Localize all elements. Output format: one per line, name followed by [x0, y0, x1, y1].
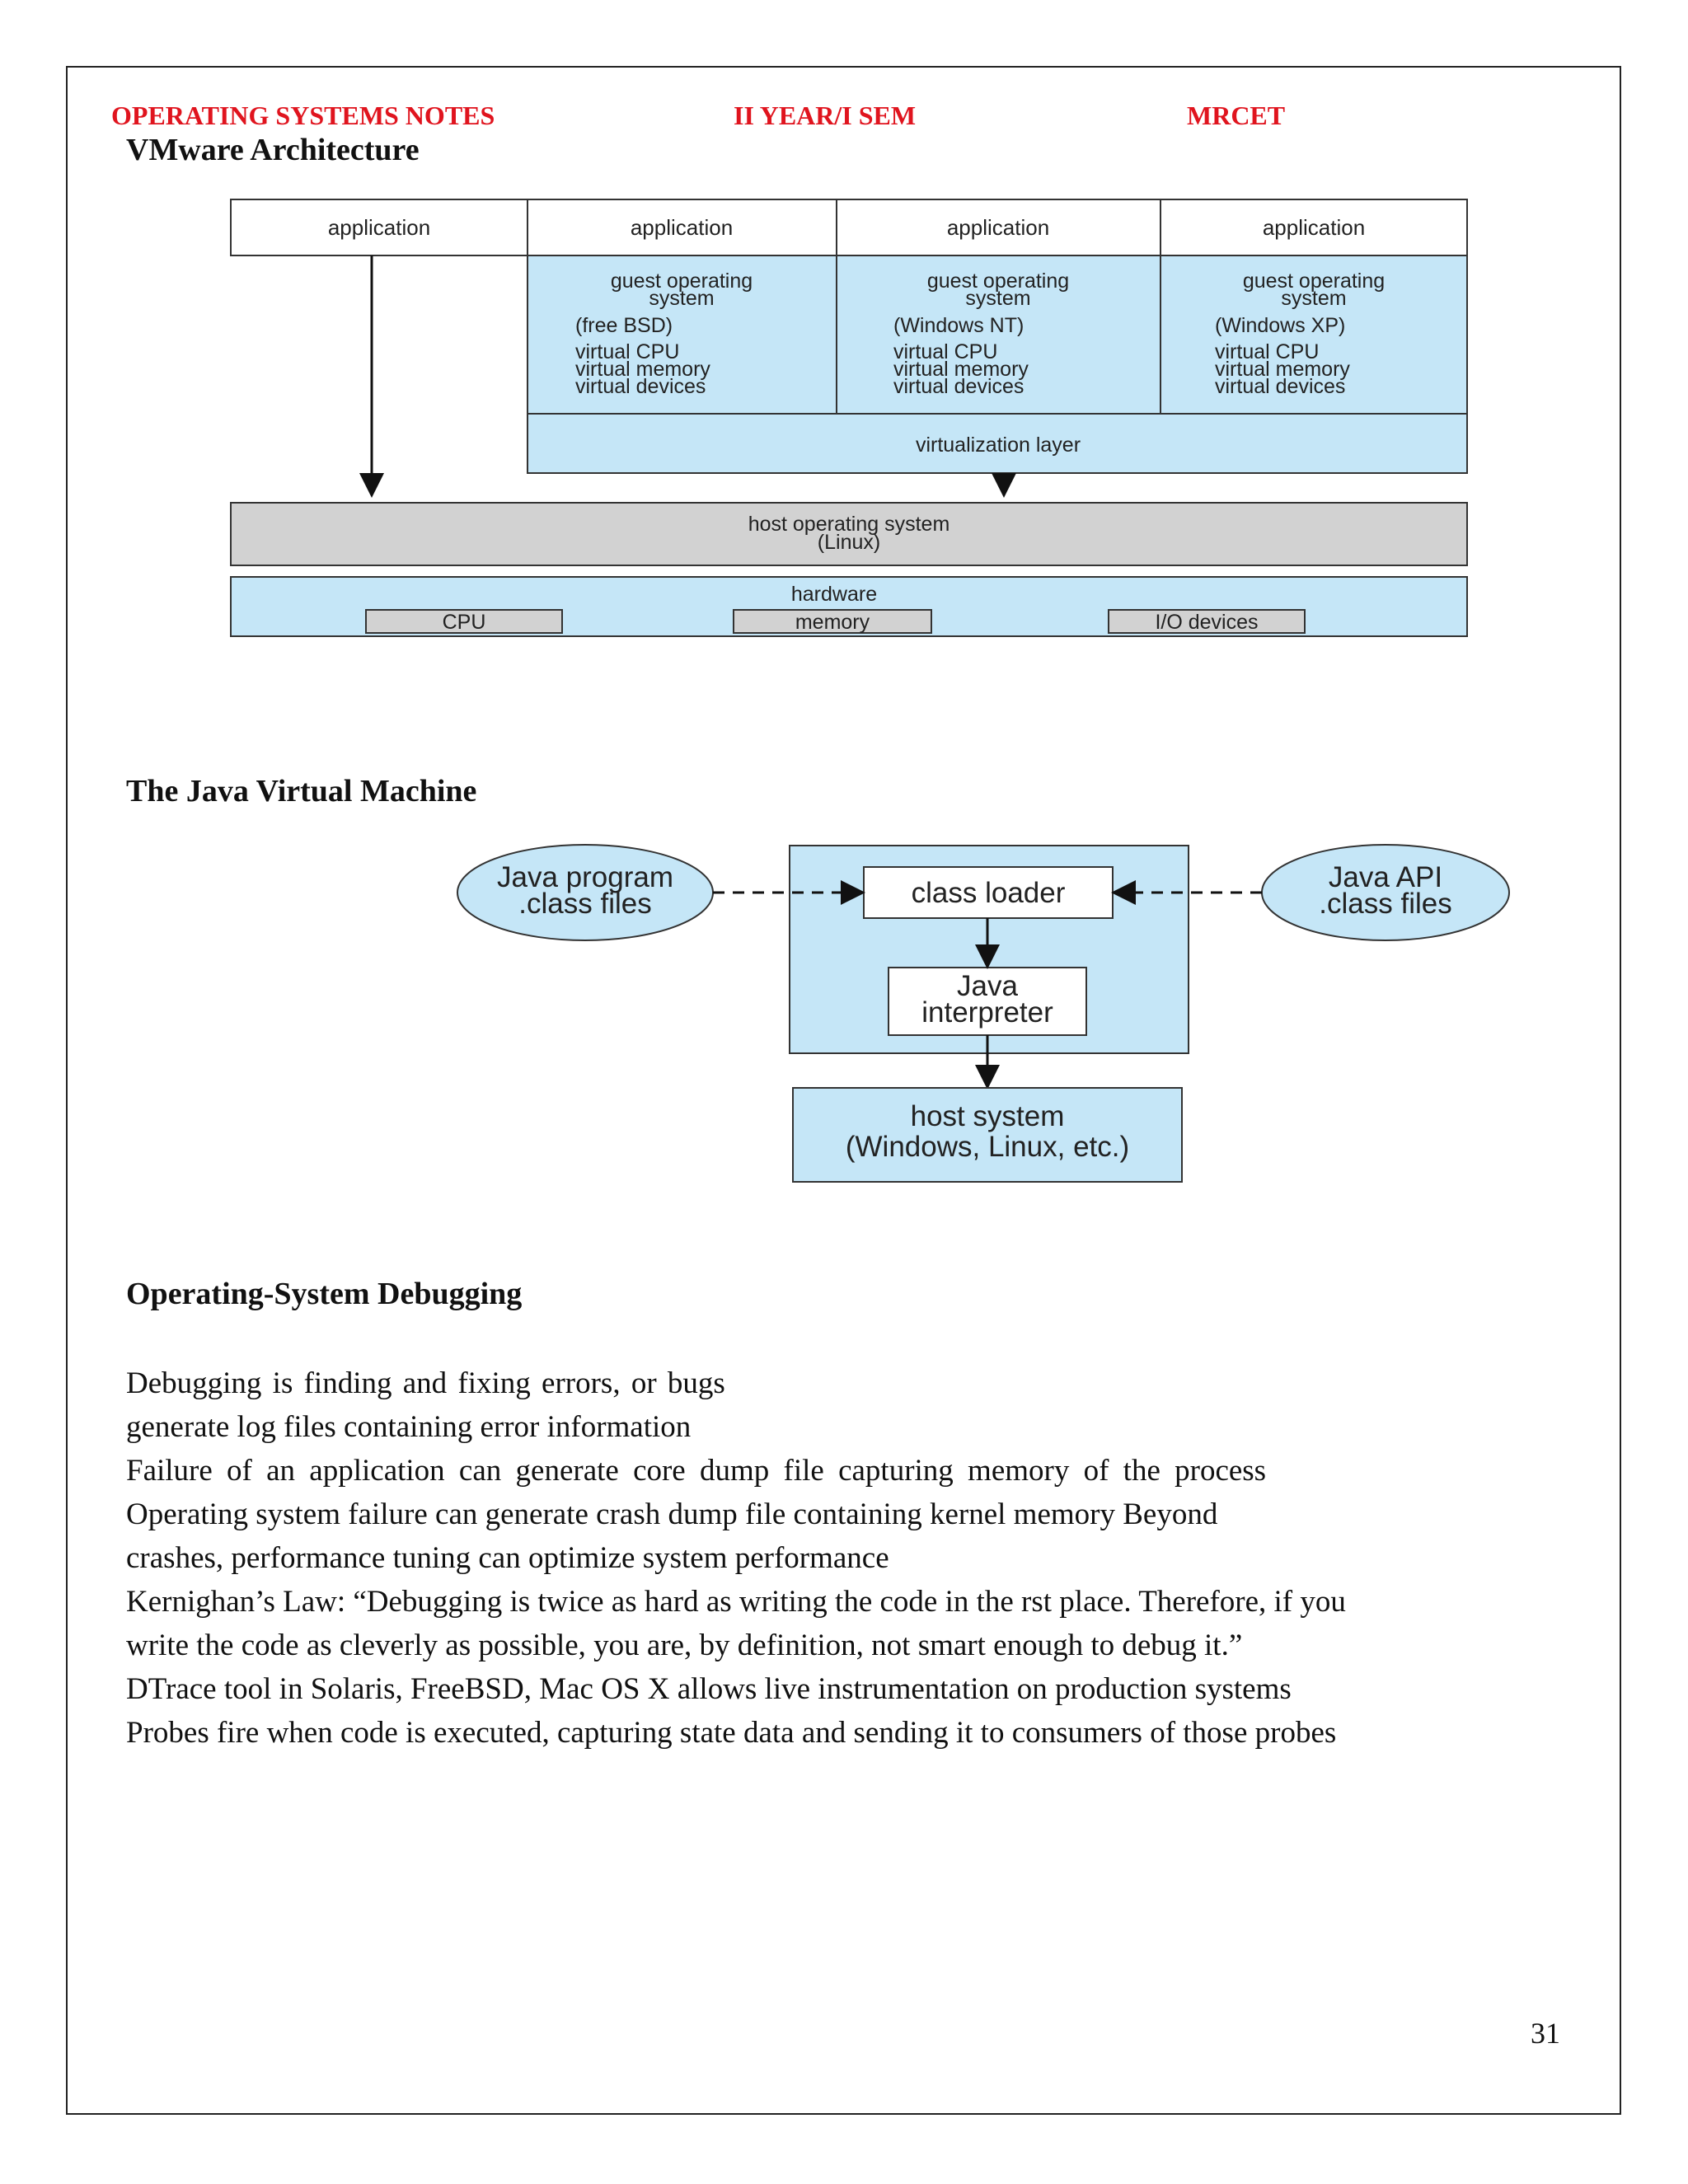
vmware-title: VMware Architecture [126, 133, 420, 167]
guest-3-line1: guest operating [1243, 269, 1385, 293]
app-label-2: application [631, 215, 733, 240]
page-border [66, 66, 1621, 2115]
guest-os-box-3 [1160, 255, 1468, 415]
header-year: II YEAR/I SEM [734, 101, 917, 130]
guest-2-dev: virtual devices [893, 375, 1024, 398]
jvm-title: The Java Virtual Machine [126, 774, 477, 808]
debug-line-5: crashes, performance tuning can optimize… [126, 1541, 889, 1575]
debug-line-4: Operating system failure can generate cr… [126, 1497, 1218, 1531]
hw-memory-label: memory [795, 611, 870, 634]
host-os-label: host operating system [748, 513, 950, 536]
guest-2-name: (Windows NT) [893, 314, 1024, 337]
guest-1-line2: system [649, 287, 714, 310]
debugging-body: Debugging is finding and fixing errors, … [126, 1361, 1494, 1755]
guest-1-name: (free BSD) [575, 314, 673, 337]
guest-3-name: (Windows XP) [1215, 314, 1345, 337]
debug-line-6: Kernighan’s Law: “Debugging is twice as … [126, 1585, 1346, 1619]
host-os-box [230, 502, 1468, 566]
class-loader-label: class loader [912, 877, 1066, 909]
host-system-line1: host system [911, 1100, 1065, 1132]
java-api-line2: .class files [1319, 888, 1451, 920]
guest-os-box-2 [836, 255, 1161, 415]
header-course: OPERATING SYSTEMS NOTES [111, 101, 495, 130]
debug-line-3: Failure of an application can generate c… [126, 1454, 1267, 1488]
hw-memory-box [733, 609, 932, 634]
guest-3-line2: system [1281, 287, 1346, 310]
java-program-line1: Java program [497, 861, 673, 893]
debug-line-1: Debugging is finding and fixing errors, … [126, 1366, 725, 1400]
java-api-line1: Java API [1329, 861, 1442, 893]
app-label-3: application [947, 215, 1049, 240]
header-college: MRCET [1187, 101, 1286, 130]
guest-2-cpu: virtual CPU [893, 340, 997, 363]
jvm-diagram: Java program .class files Java API .clas… [457, 844, 1510, 1183]
hardware-label: hardware [791, 583, 877, 606]
guest-1-cpu: virtual CPU [575, 340, 679, 363]
guest-3-dev: virtual devices [1215, 375, 1345, 398]
app-label-4: application [1263, 215, 1365, 240]
interpreter-box [888, 967, 1087, 1036]
debug-line-7: write the code as cleverly as possible, … [126, 1629, 1243, 1662]
host-os-name: (Linux) [818, 531, 880, 554]
java-program-line2: .class files [518, 888, 651, 920]
hw-cpu-box [365, 609, 563, 634]
guest-3-mem: virtual memory [1215, 358, 1350, 381]
debug-line-8: DTrace tool in Solaris, FreeBSD, Mac OS … [126, 1672, 1292, 1706]
debugging-title: Operating-System Debugging [126, 1277, 523, 1311]
app-box-1 [230, 199, 528, 256]
app-box-4 [1160, 199, 1468, 256]
hw-io-box [1108, 609, 1306, 634]
guest-1-dev: virtual devices [575, 375, 706, 398]
app-box-2 [527, 199, 837, 256]
guest-2-line1: guest operating [927, 269, 1069, 293]
guest-2-mem: virtual memory [893, 358, 1029, 381]
interpreter-line2: interpreter [921, 996, 1053, 1029]
host-system-box [792, 1087, 1183, 1183]
guest-3-cpu: virtual CPU [1215, 340, 1319, 363]
vmware-diagram: application application application appl… [230, 199, 1468, 637]
guest-2-line2: system [965, 287, 1030, 310]
page-number: 31 [1531, 2017, 1560, 2050]
hw-cpu-label: CPU [443, 611, 486, 634]
virtualization-layer-box [527, 413, 1468, 474]
debug-line-2: generate log files containing error info… [126, 1410, 692, 1444]
app-label-1: application [328, 215, 430, 240]
guest-1-line1: guest operating [611, 269, 753, 293]
host-system-line2: (Windows, Linux, etc.) [846, 1131, 1129, 1163]
interpreter-line1: Java [957, 970, 1018, 1002]
guest-1-mem: virtual memory [575, 358, 710, 381]
hw-io-label: I/O devices [1155, 611, 1258, 634]
virtualization-layer-label: virtualization layer [916, 434, 1081, 457]
debug-line-9: Probes fire when code is executed, captu… [126, 1716, 1337, 1750]
